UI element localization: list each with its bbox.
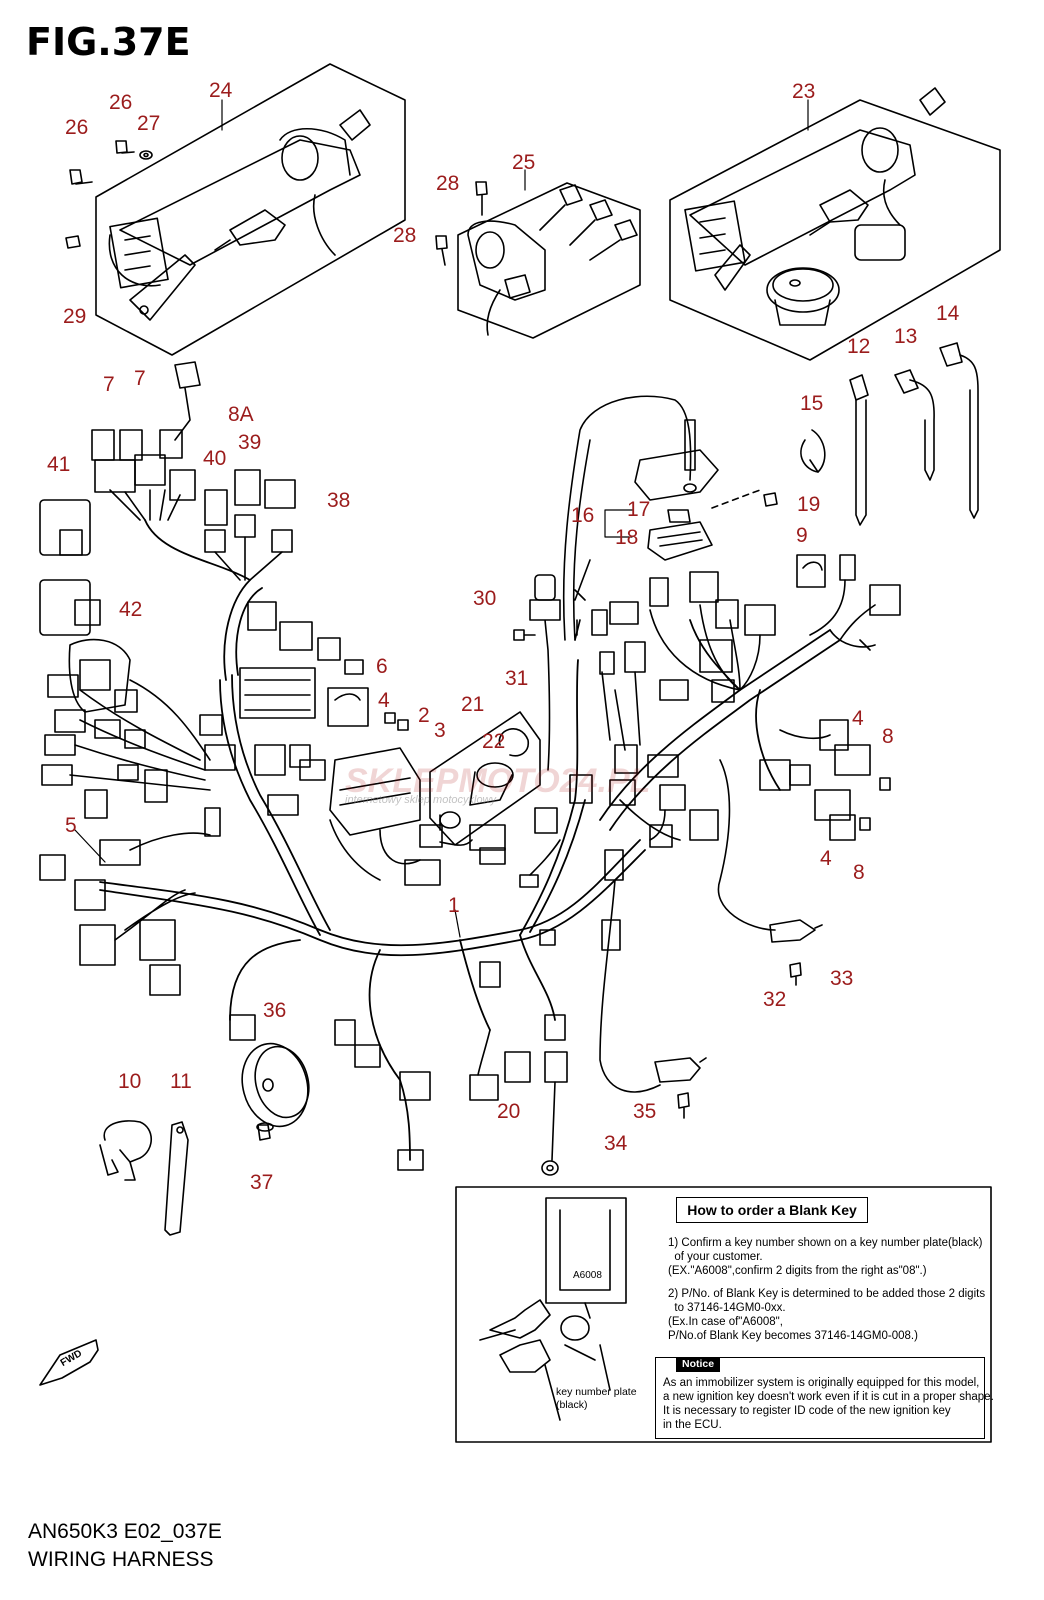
- step1-line: (EX."A6008",confirm 2 digits from the ri…: [668, 1265, 927, 1277]
- callout-17: 17: [627, 498, 651, 521]
- notice-line: It is necessary to register ID code of t…: [663, 1405, 951, 1417]
- callout-20: 20: [497, 1100, 521, 1123]
- horn-36-37: [241, 1042, 310, 1141]
- callout-3: 3: [434, 719, 446, 742]
- watermark-tagline: internetowy sklep motocyklowy: [345, 794, 497, 806]
- left-connectors: [39, 361, 296, 1041]
- callout-31: 31: [505, 667, 529, 690]
- callout-16: 16: [571, 504, 595, 527]
- callout-21: 21: [461, 693, 485, 716]
- callout-35: 35: [633, 1100, 657, 1123]
- callout-36: 36: [263, 999, 287, 1022]
- callout-29: 29: [63, 305, 87, 328]
- key-plate-code: A6008: [573, 1270, 602, 1281]
- callout-6: 6: [376, 655, 388, 678]
- part-16-17-18-19: [562, 395, 778, 641]
- blank-key-title: How to order a Blank Key: [676, 1197, 868, 1223]
- callout-9: 9: [796, 524, 808, 547]
- callout-8: 8: [853, 861, 865, 884]
- bottom-connectors: [334, 929, 568, 1176]
- fuse-box-and-relays: [239, 601, 506, 886]
- right-connectors: [519, 554, 901, 931]
- callout-33: 33: [830, 967, 854, 990]
- blank-key-box: [455, 1186, 992, 1443]
- clamp-10-band-11: [99, 1120, 189, 1236]
- callout-30: 30: [473, 587, 497, 610]
- callout-26: 26: [65, 116, 89, 139]
- callout-42: 42: [119, 598, 143, 621]
- notice-badge: Notice: [676, 1357, 721, 1372]
- sensor-34-35: [601, 849, 707, 1119]
- callout-32: 32: [763, 988, 787, 1011]
- step2-line: 2) P/No. of Blank Key is determined to b…: [668, 1288, 986, 1300]
- step2-line: (Ex.In case of"A6008",: [668, 1316, 783, 1328]
- callout-10: 10: [118, 1070, 142, 1093]
- callout-41: 41: [47, 453, 71, 476]
- figure-title: FIG.37E: [26, 20, 191, 64]
- notice-line: As an immobilizer system is originally e…: [663, 1377, 980, 1389]
- callout-39: 39: [238, 431, 262, 454]
- callout-18: 18: [615, 526, 639, 549]
- fwd-arrow: [39, 1339, 99, 1386]
- step2-line: P/No.of Blank Key becomes 37146-14GM0-00…: [668, 1330, 918, 1342]
- callout-25: 25: [512, 151, 536, 174]
- callout-15: 15: [800, 392, 824, 415]
- callout-11: 11: [170, 1070, 192, 1093]
- callout-28: 28: [436, 172, 460, 195]
- callout-4: 4: [852, 707, 864, 730]
- ignition-switch-set-23: [669, 87, 1001, 361]
- notice-line: in the ECU.: [663, 1419, 722, 1431]
- callout-4: 4: [378, 689, 390, 712]
- callout-19: 19: [797, 493, 821, 516]
- callout-37: 37: [250, 1171, 274, 1194]
- callout-1: 1: [448, 894, 460, 917]
- notice-line: a new ignition key doesn't work even if …: [663, 1391, 994, 1403]
- callout-34: 34: [604, 1132, 628, 1155]
- callout-40: 40: [203, 447, 227, 470]
- callout-7: 7: [103, 373, 115, 396]
- callout-2: 2: [418, 704, 430, 727]
- screws-26-27-29: [65, 140, 153, 249]
- main-harness-1: [99, 519, 841, 1161]
- watermark-brand: SKLEPMOTO24.PL: [345, 762, 651, 800]
- cable-ties: [800, 342, 979, 526]
- callout-38: 38: [327, 489, 351, 512]
- part-21-22: [429, 711, 541, 846]
- step2-line: to 37146-14GM0-0xx.: [668, 1302, 786, 1314]
- callout-8: 8: [882, 725, 894, 748]
- ignition-switch-set-24: [95, 63, 406, 356]
- callout-12: 12: [847, 335, 871, 358]
- figure-name: WIRING HARNESS: [28, 1548, 214, 1571]
- model-code: AN650K3 E02_037E: [28, 1520, 222, 1543]
- callout-27: 27: [137, 112, 161, 135]
- callout-23: 23: [792, 80, 816, 103]
- sensor-32-33: [599, 879, 823, 1093]
- callout-4: 4: [820, 847, 832, 870]
- callout-8a: 8A: [228, 403, 254, 426]
- step1-line: of your customer.: [668, 1251, 763, 1263]
- callout-13: 13: [894, 325, 918, 348]
- callout-24: 24: [209, 79, 233, 102]
- callout-14: 14: [936, 302, 960, 325]
- lock-set-25: [435, 181, 641, 339]
- switch-30-31: [513, 574, 561, 771]
- key-plate-label-color: (black): [556, 1399, 588, 1411]
- callout-28: 28: [393, 224, 417, 247]
- callout-7: 7: [134, 367, 146, 390]
- callout-26: 26: [109, 91, 133, 114]
- leader-lines: [74, 99, 809, 938]
- key-plate-label: key number plate: [556, 1386, 637, 1398]
- callout-22: 22: [482, 730, 506, 753]
- step1-line: 1) Confirm a key number shown on a key n…: [668, 1237, 983, 1249]
- callout-5: 5: [65, 814, 77, 837]
